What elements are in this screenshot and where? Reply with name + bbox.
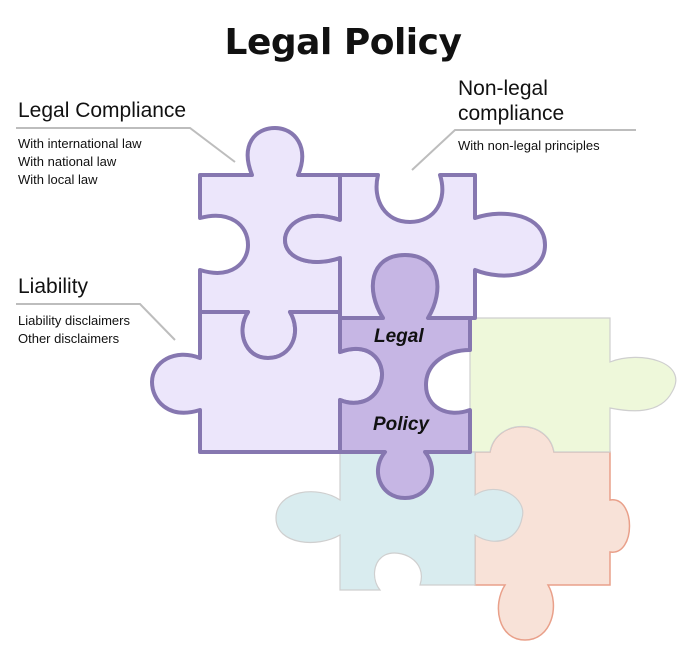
non-legal-compliance-heading: Non-legal compliance [458,76,564,126]
non-legal-compliance-list: With non-legal principles [458,137,600,155]
liability-item: Other disclaimers [18,331,120,346]
legal-compliance-heading: Legal Compliance [18,99,187,122]
liability-item: Liability disclaimers [18,313,130,328]
legal-compliance-list: With international law With national law… [18,135,142,189]
page-title: Legal Policy [224,22,462,63]
non-legal-compliance-heading-line2: compliance [458,102,565,125]
leader-line-legal-compliance [16,127,236,163]
puzzle-piece-center [338,253,472,500]
liability-list: Liability disclaimers Other disclaimers [18,312,130,348]
puzzle-piece-top-right [283,173,547,320]
legal-compliance-item: With international law [18,136,142,151]
leader-line-non-legal-compliance [411,129,636,171]
center-piece-label-line2: Policy [373,414,429,435]
leader-line-liability [16,303,176,341]
legal-compliance-item: With local law [18,172,98,187]
non-legal-compliance-heading-line1: Non-legal [458,77,548,100]
non-legal-compliance-item: With non-legal principles [458,138,600,153]
legal-compliance-item: With national law [18,154,117,169]
center-piece-label-line1: Legal [374,326,424,347]
puzzle-piece-green [469,317,677,453]
liability-heading: Liability [18,275,89,298]
